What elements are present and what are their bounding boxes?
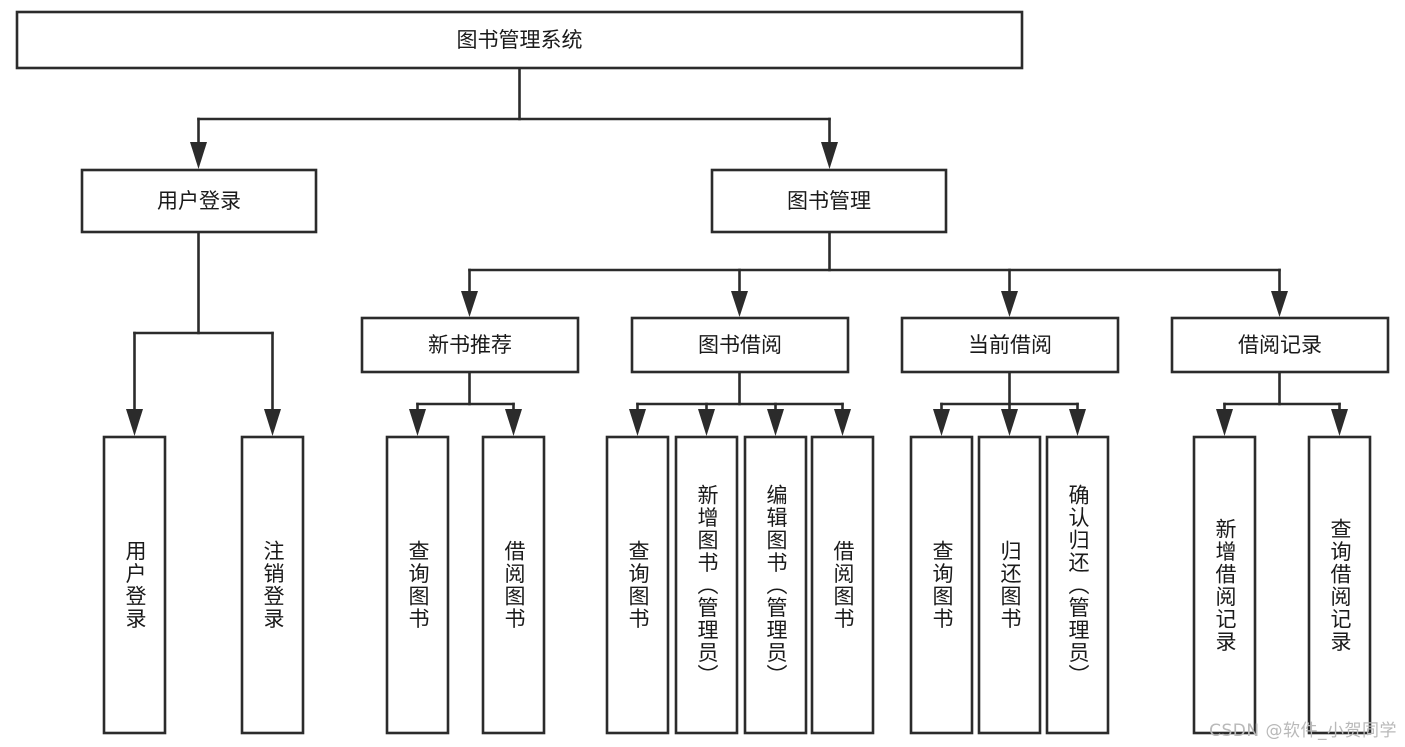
connector-group-login [126,230,281,436]
node-current-label: 当前借阅 [968,333,1052,357]
leaf-borrow-book-1-box[interactable] [481,435,546,735]
arrowhead-bookmgmt [821,142,838,169]
arrowhead-leaf-borrow-book-2 [834,409,851,436]
leaf-query-book-2-box[interactable] [605,435,670,735]
arrowhead-leaf-query-book-1 [409,409,426,436]
arrowhead-login [190,142,207,169]
leaf-add-record-box[interactable] [1192,435,1257,735]
arrowhead-leaf-logout [264,409,281,436]
node-records-label: 借阅记录 [1238,333,1322,357]
arrowhead-newbook [461,291,478,317]
node-borrow-box[interactable] [630,316,850,374]
leaf-query-record-box[interactable] [1307,435,1372,735]
node-login[interactable]: 用户登录 [80,168,318,234]
arrowhead-leaf-query-record [1331,409,1348,436]
leaf-query-book-3-box[interactable] [909,435,974,735]
leaf-add-book-box[interactable] [674,435,739,735]
node-newbook-label: 新书推荐 [428,333,512,357]
arrowhead-leaf-user-login [126,409,143,436]
arrowhead-leaf-confirm-return [1069,409,1086,436]
node-borrow[interactable]: 图书借阅 [630,316,850,374]
node-bookmgmt[interactable]: 图书管理 [710,168,948,234]
node-login-box[interactable] [80,168,318,234]
node-newbook-box[interactable] [360,316,580,374]
leaf-confirm-return-box[interactable] [1045,435,1110,735]
leaf-box-group [102,435,1372,735]
arrowhead-leaf-return-book [1001,409,1018,436]
leaf-borrow-book-2-box[interactable] [810,435,875,735]
node-borrow-label: 图书借阅 [698,333,782,357]
node-bookmgmt-box[interactable] [710,168,948,234]
watermark-text: CSDN @软件_小贺同学 [1209,721,1397,741]
arrowhead-leaf-borrow-book-1 [505,409,522,436]
leaf-edit-book-box[interactable] [743,435,808,735]
connector-group-newbook [409,370,522,436]
arrowhead-leaf-edit-book [767,409,784,436]
arrowhead-borrow [731,291,748,317]
arrowhead-leaf-query-book-3 [933,409,950,436]
connector-group-borrow [629,370,851,436]
arrowhead-leaf-add-book [698,409,715,436]
node-current[interactable]: 当前借阅 [900,316,1120,374]
node-root-box[interactable] [15,10,1024,70]
node-current-box[interactable] [900,316,1120,374]
node-login-label: 用户登录 [157,189,241,213]
arrowhead-records [1271,291,1288,317]
leaf-logout-box[interactable] [240,435,305,735]
node-bookmgmt-label: 图书管理 [787,189,871,213]
arrowhead-leaf-add-record [1216,409,1233,436]
connector-group-current [933,370,1086,436]
connector-group-bookmgmt [461,230,1288,317]
node-root[interactable]: 图书管理系统 [15,10,1024,70]
connector-group-root [190,66,838,169]
connector-group-records [1216,370,1348,436]
leaf-query-book-1-box[interactable] [385,435,450,735]
leaf-return-book-box[interactable] [977,435,1042,735]
node-newbook[interactable]: 新书推荐 [360,316,580,374]
node-records[interactable]: 借阅记录 [1170,316,1390,374]
leaf-user-login-box[interactable] [102,435,167,735]
node-root-label: 图书管理系统 [457,28,583,52]
arrowhead-current [1001,291,1018,317]
node-records-box[interactable] [1170,316,1390,374]
arrowhead-leaf-query-book-2 [629,409,646,436]
